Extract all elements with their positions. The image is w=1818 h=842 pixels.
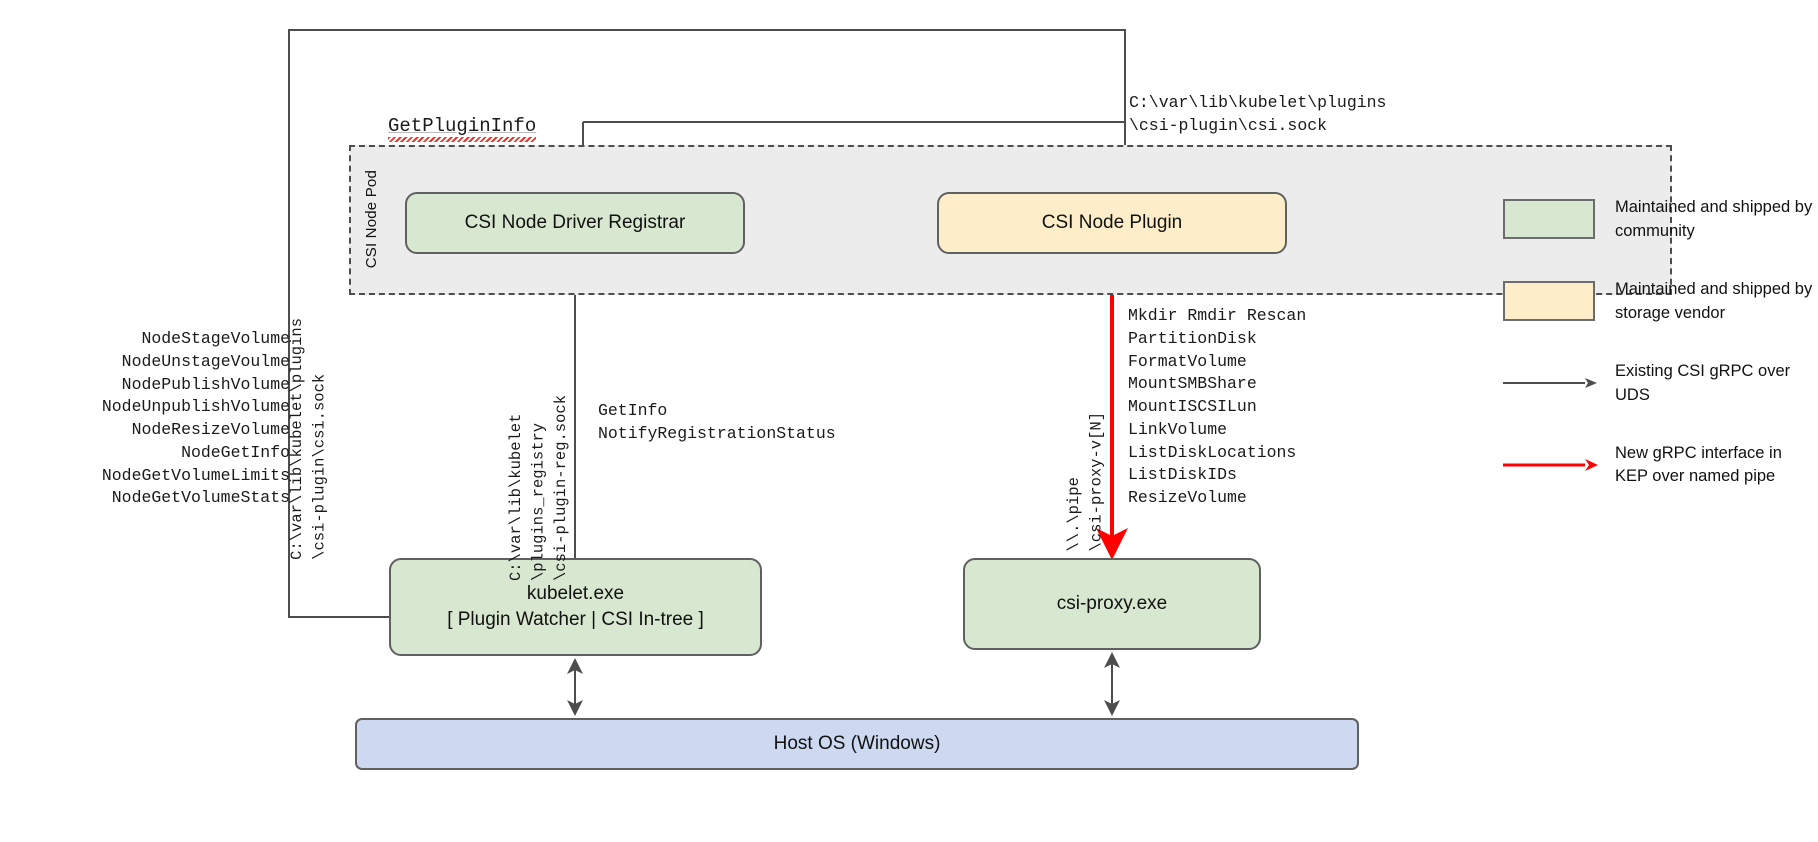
legend-arrow-dark-icon	[1503, 377, 1597, 388]
plugins-registry-path-vertical-label: C:\var\lib\kubelet \plugins_registry \cs…	[507, 395, 570, 582]
kubelet-exe-box[interactable]: kubelet.exe [ Plugin Watcher | CSI In-tr…	[389, 558, 762, 656]
legend: Maintained and shipped by community Main…	[1503, 196, 1813, 523]
legend-item-existing-grpc: Existing CSI gRPC over UDS	[1503, 360, 1813, 408]
kubelet-exe-label: kubelet.exe	[526, 583, 625, 605]
csi-node-plugin-box[interactable]: CSI Node Plugin	[937, 192, 1287, 254]
get-plugin-info-text: GetPluginInfo	[388, 115, 537, 137]
legend-label-vendor: Maintained and shipped by storage vendor	[1615, 279, 1813, 322]
kubelet-components-label: [ Plugin Watcher | CSI In-tree ]	[447, 609, 704, 630]
csi-proxy-exe-label: csi-proxy.exe	[1056, 593, 1168, 615]
csi-node-driver-registrar-box[interactable]: CSI Node Driver Registrar	[405, 192, 745, 254]
csi-node-plugin-label: CSI Node Plugin	[1041, 212, 1183, 234]
csi-sock-path-vertical-label: C:\var\lib\kubelet\plugins \csi-plugin\c…	[288, 318, 329, 560]
legend-label-existing-grpc: Existing CSI gRPC over UDS	[1615, 361, 1791, 404]
csi-proxy-rpc-list: Mkdir Rmdir Rescan PartitionDisk FormatV…	[1128, 306, 1307, 508]
csi-plugin-socket-path-label: C:\var\lib\kubelet\plugins \csi-plugin\c…	[1129, 93, 1387, 135]
legend-arrow-red-icon	[1503, 458, 1598, 471]
legend-swatch-green	[1503, 199, 1595, 239]
host-os-label: Host OS (Windows)	[773, 733, 941, 754]
node-service-rpc-list: NodeStageVolume NodeUnstageVoulme NodePu…	[101, 329, 290, 508]
legend-item-new-grpc: New gRPC interface in KEP over named pip…	[1503, 442, 1813, 490]
spellcheck-squiggle-icon	[388, 137, 537, 142]
legend-swatch-yellow	[1503, 280, 1595, 321]
legend-item-vendor: Maintained and shipped by storage vendor	[1503, 278, 1813, 326]
legend-label-new-grpc: New gRPC interface in KEP over named pip…	[1615, 443, 1782, 486]
host-os-box[interactable]: Host OS (Windows)	[355, 718, 1359, 770]
csi-node-driver-registrar-label: CSI Node Driver Registrar	[464, 212, 686, 234]
csi-proxy-exe-box[interactable]: csi-proxy.exe	[963, 558, 1261, 650]
named-pipe-path-vertical-label: \\.\pipe \csi-proxy-v[N]	[1065, 412, 1106, 552]
registrar-rpc-list: GetInfo NotifyRegistrationStatus	[598, 401, 836, 443]
get-plugin-info-label: GetPluginInfo	[388, 115, 537, 142]
legend-label-community: Maintained and shipped by community	[1615, 198, 1813, 240]
legend-item-community: Maintained and shipped by community	[1503, 196, 1813, 244]
